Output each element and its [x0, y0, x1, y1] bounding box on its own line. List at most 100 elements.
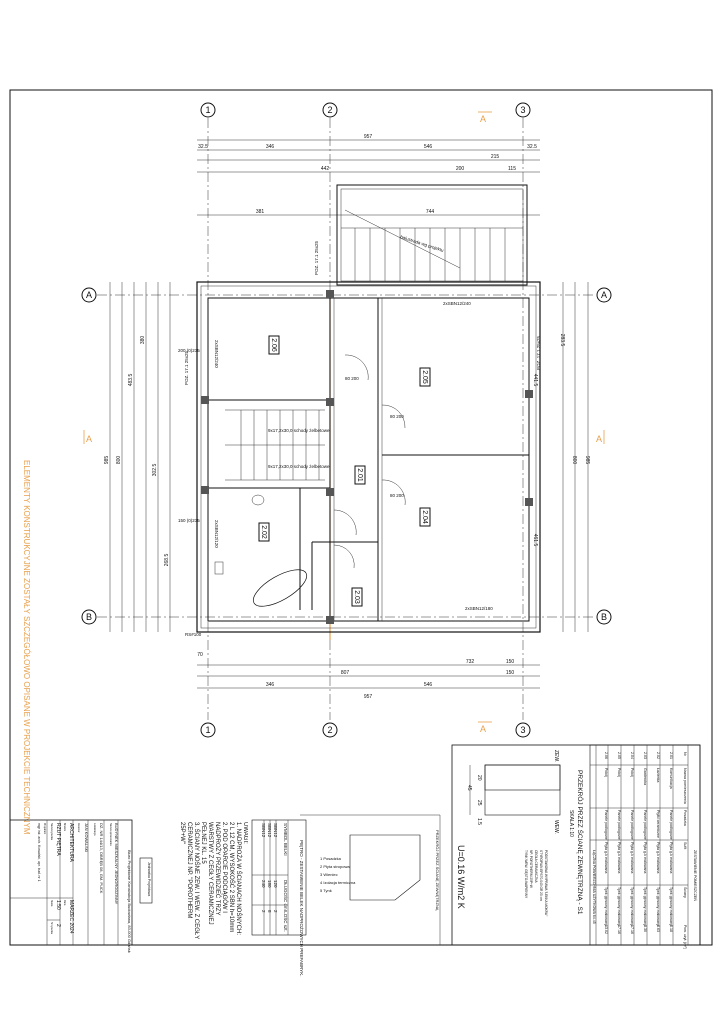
- svg-text:2xSBN12/120: 2xSBN12/120: [214, 520, 219, 548]
- svg-text:80 200: 80 200: [390, 414, 404, 419]
- washbasin: [251, 494, 265, 506]
- svg-text:Biuro Projektowe Konstrukcja B: Biuro Projektowe Konstrukcja Budowlana, …: [127, 850, 132, 953]
- axis-3-bottom: 3: [520, 725, 525, 735]
- note-item: 1. NADPROŻA W ŚCIANACH NOŚNYCH: 2 L 12 C…: [228, 822, 241, 936]
- svg-text:283.5: 283.5: [559, 334, 565, 347]
- svg-text:ŁĄCZNA POWIERZCHNIA UŻYTKOWA 6: ŁĄCZNA POWIERZCHNIA UŻYTKOWA 64.45: [592, 850, 597, 924]
- svg-text:PODSTAWOWA WYPRAWA "LEKKA MOKR: PODSTAWOWA WYPRAWA "LEKKA MOKRA": [544, 850, 548, 916]
- toilet: [214, 561, 224, 575]
- title-block: Biuro Projektowe Konstrukcja Budowlana, …: [9, 819, 133, 953]
- svg-text:1 Posadzka: 1 Posadzka: [320, 856, 342, 861]
- sheet-border: [9, 89, 713, 946]
- building-walls: [196, 281, 541, 633]
- lintels-table: PIĘTRO - ZESTAWIENIE BELEK NADPROŻOWYCH …: [251, 819, 307, 976]
- svg-text:442: 442: [321, 166, 330, 172]
- svg-text:Panele podłogowe: Panele podłogowe: [669, 810, 673, 840]
- svg-text:BUDYNEK MIESZKALNY JEDNORODZIN: BUDYNEK MIESZKALNY JEDNORODZINNY: [114, 823, 119, 905]
- wall-section-s1: PRZEKRÓJ PRZEZ ŚCIANĘ ZEWNĘTRZNĄ - S1 SK…: [456, 750, 585, 916]
- svg-text:985: 985: [104, 456, 110, 465]
- notes-title: UWAGI:: [242, 822, 248, 844]
- svg-text:WEW.: WEW.: [553, 820, 559, 834]
- room-2-01: 2.01: [356, 468, 363, 482]
- svg-text:32.5: 32.5: [527, 144, 537, 150]
- svg-text:45: 45: [466, 785, 472, 791]
- svg-text:Branża: Branża: [63, 823, 66, 832]
- plan-annotations: 9x17,2x30,0 schody żelbetowe 9x17,2x30,0…: [178, 240, 541, 637]
- detail-section: PRZEKRÓJ PRZEZ ŚCIANĘ ZEWNĘTRZNĄ 1 Posad…: [300, 814, 441, 945]
- svg-text:Skala: Skala: [50, 900, 53, 907]
- svg-text:381: 381: [256, 209, 265, 215]
- note-item: 3. ŚCIANY NOŚNE ZEW. I WEW. Z CEGŁY CERA…: [179, 822, 199, 940]
- svg-text:CEGŁA CERAMICZNA: CEGŁA CERAMICZNA: [534, 850, 538, 883]
- axis-2-top: 2: [327, 105, 332, 115]
- room-2-06: 2.06: [270, 338, 277, 352]
- svg-text:Płytki ceramiczne: Płytki ceramiczne: [656, 810, 660, 838]
- svg-text:3 Wieniec: 3 Wieniec: [320, 872, 338, 877]
- svg-text:SBN12: SBN12: [267, 823, 272, 838]
- svg-text:2xSBN12/240: 2xSBN12/240: [443, 301, 471, 306]
- svg-text:Pokój: Pokój: [604, 768, 608, 777]
- svg-text:mgr inż. arch. Kowalski, upr.: mgr inż. arch. Kowalski, upr. bud. nr 1: [37, 823, 41, 882]
- svg-text:461.5: 461.5: [532, 534, 538, 547]
- svg-text:2: 2: [273, 910, 278, 913]
- svg-text:546: 546: [424, 682, 433, 688]
- svg-text:Inwestor: Inwestor: [77, 823, 80, 833]
- svg-text:Płyta g-k malowana: Płyta g-k malowana: [643, 842, 647, 873]
- svg-text:2.05: 2.05: [617, 752, 621, 759]
- axis-1-bottom: 1: [205, 725, 210, 735]
- svg-text:Nazwa opracowania: Nazwa opracowania: [109, 823, 112, 846]
- svg-text:ZEW.: ZEW.: [553, 750, 559, 762]
- svg-text:Sufit: Sufit: [683, 842, 687, 849]
- axis-2-bottom: 2: [327, 725, 332, 735]
- svg-text:8.63: 8.63: [656, 925, 660, 932]
- svg-text:32.5: 32.5: [198, 144, 208, 150]
- svg-text:Ściany: Ściany: [683, 887, 688, 898]
- svg-text:957: 957: [364, 694, 373, 700]
- svg-text:380: 380: [140, 336, 146, 345]
- svg-text:17.16: 17.16: [617, 925, 621, 934]
- svg-text:Projektant: Projektant: [43, 823, 46, 835]
- svg-text:3.30: 3.30: [643, 925, 647, 932]
- svg-text:Nr: Nr: [683, 752, 687, 757]
- svg-text:957: 957: [364, 134, 373, 140]
- svg-text:17.16: 17.16: [630, 925, 634, 934]
- svg-text:A: A: [480, 114, 486, 124]
- svg-text:SBN12: SBN12: [261, 823, 266, 838]
- svg-text:PRZEKRÓJ PRZEZ ŚCIANĘ ZEWNĘTRZ: PRZEKRÓJ PRZEZ ŚCIANĘ ZEWNĘTRZNĄ - S1: [576, 770, 585, 915]
- svg-text:Tynk gipsowy malowany: Tynk gipsowy malowany: [643, 887, 647, 926]
- svg-text:JAN KOWALSKI: JAN KOWALSKI: [84, 823, 89, 852]
- svg-text:2xSBN12/180: 2xSBN12/180: [465, 606, 493, 611]
- svg-text:Płyta g-k malowana: Płyta g-k malowana: [604, 842, 608, 873]
- svg-text:Garderoba: Garderoba: [643, 768, 647, 785]
- svg-text:150 (0)235: 150 (0)235: [178, 518, 200, 523]
- stamp: Jednostka Projektowa: [147, 862, 151, 896]
- svg-text:POZ. 17.1 25x25: POZ. 17.1 25x25: [184, 350, 189, 385]
- svg-text:Tynk gipsowy malowany: Tynk gipsowy malowany: [604, 887, 608, 926]
- svg-text:441.5: 441.5: [532, 374, 538, 387]
- svg-text:346: 346: [266, 682, 275, 688]
- svg-text:A: A: [480, 724, 486, 734]
- svg-text:215: 215: [491, 154, 500, 160]
- svg-text:Płyta g-k malowana: Płyta g-k malowana: [669, 842, 673, 873]
- svg-text:Panele podłogowe: Panele podłogowe: [643, 810, 647, 840]
- balcony-note: balustrada wg projektu: [400, 234, 445, 253]
- svg-text:268.5: 268.5: [164, 554, 170, 567]
- axis-b-right: B: [601, 612, 607, 622]
- svg-text:5.18: 5.18: [669, 925, 673, 932]
- svg-text:150: 150: [506, 659, 515, 665]
- svg-text:8: 8: [267, 910, 272, 913]
- svg-text:346: 346: [266, 144, 275, 150]
- svg-text:TYNK WEW. GĘSTO-WAPIENNY: TYNK WEW. GĘSTO-WAPIENNY: [524, 850, 528, 899]
- svg-text:Pokój: Pokój: [630, 768, 634, 777]
- svg-text:Płyta g-k malowana: Płyta g-k malowana: [656, 842, 660, 873]
- svg-text:20: 20: [476, 775, 482, 781]
- grid-bubbles: 1 2 3 1 2 3 A A B B: [81, 102, 612, 738]
- side-note: ELEMENTY KONSTRUKCYJNE ZOSTAŁY SZCZEGÓŁO…: [22, 460, 31, 835]
- svg-text:Tynk gipsowy malowany: Tynk gipsowy malowany: [630, 887, 634, 926]
- svg-text:2.03: 2.03: [643, 752, 647, 759]
- svg-text:2: 2: [261, 910, 266, 913]
- svg-text:RZUT PIĘTRA: RZUT PIĘTRA: [55, 823, 61, 856]
- svg-text:180: 180: [267, 880, 272, 888]
- svg-text:Pow. użyt. [m²]: Pow. użyt. [m²]: [683, 925, 687, 949]
